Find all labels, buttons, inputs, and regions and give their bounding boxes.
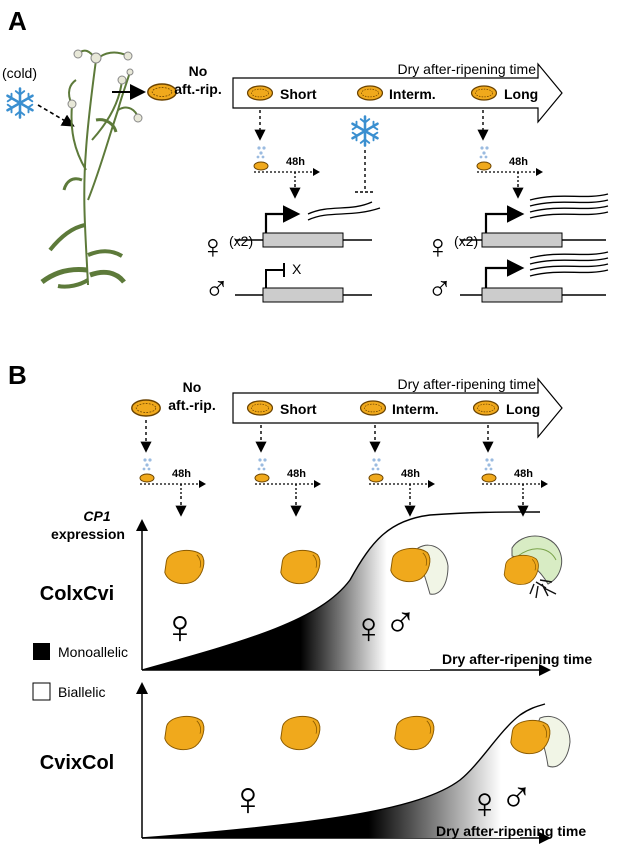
seed-short-b-icon (246, 400, 274, 416)
colxcvi-plot (136, 511, 551, 676)
imbibition-column-no-afterripening (139, 420, 207, 517)
female-count-a-left: (x2) (229, 233, 253, 249)
cross-colxcvi-label: ColxCvi (40, 583, 114, 605)
hours-b-3: 48h (401, 468, 420, 480)
snowflake-interm-icon (351, 115, 379, 147)
imbibition-column-short (254, 425, 322, 517)
legend-monoallelic-swatch (33, 643, 50, 660)
cold-arrow (37, 104, 75, 127)
arabidopsis-plant-illustration (40, 49, 139, 289)
cold-label: (cold) (2, 65, 37, 81)
hours-long-a: 48h (509, 156, 528, 168)
timeline-arrow-a (232, 62, 563, 124)
cvixcol-plot (136, 682, 551, 844)
male-symbol-a-right: ♂ (427, 270, 453, 308)
panel-a-label: A (8, 6, 27, 36)
seed-cvixcol-3-icon (394, 715, 435, 751)
paternal-gene-right (460, 251, 609, 303)
male-symbol-a-left: ♂ (204, 270, 230, 308)
hours-short-a: 48h (286, 156, 305, 168)
female-symbol-a-right: ♀ (425, 228, 451, 266)
seed-no-afterripening-icon (147, 83, 177, 101)
seed-short-icon (246, 85, 274, 101)
no-afterripening-line1: No (189, 63, 208, 79)
female-symbol-b-bottom-right: ♀ (468, 779, 501, 828)
seed-no-afterripening-b-icon (131, 399, 161, 417)
hours-b-4: 48h (514, 468, 533, 480)
male-symbol-b-bottom: ♂ (500, 773, 533, 822)
snowflake-icon (6, 87, 34, 119)
stage-long-b: Long (506, 401, 540, 417)
seed-interm-b-icon (359, 400, 387, 416)
blocked-mark: X (292, 261, 302, 277)
female-symbol-a-left: ♀ (200, 228, 226, 266)
cross-cvixcol-label: CvixCol (40, 752, 114, 774)
hours-b-2: 48h (287, 468, 306, 480)
maternal-gene-left (235, 201, 381, 248)
stage-long-a: Long (504, 86, 538, 102)
stage-short-b: Short (280, 401, 317, 417)
timeline-arrow-b (232, 377, 563, 439)
maternal-gene-right (460, 193, 609, 248)
seedling-colxcvi-4-icon (503, 535, 563, 599)
imbibition-column-long (481, 425, 549, 517)
stage-interm-b: Interm. (392, 401, 439, 417)
germinating-seed-colxcvi-3-icon (390, 544, 449, 595)
female-symbol-b-bottom-left: ♀ (230, 773, 266, 826)
plant-flowers (67, 49, 143, 123)
seed-long-icon (470, 85, 498, 101)
legend-biallelic-swatch (32, 682, 51, 701)
seed-colxcvi-2-icon (280, 549, 321, 585)
stage-interm-a: Interm. (389, 86, 436, 102)
legend-monoallelic-label: Monoallelic (58, 644, 128, 660)
paternal-gene-left-silenced (235, 263, 372, 303)
female-count-a-right: (x2) (454, 233, 478, 249)
female-symbol-b-top-left: ♀ (162, 601, 198, 654)
hours-b-1: 48h (172, 468, 191, 480)
timeline-label-a: Dry after-ripening time (398, 61, 537, 77)
female-symbol-b-top-right: ♀ (352, 604, 385, 653)
legend-biallelic-label: Biallelic (58, 684, 105, 700)
imbibition-column-interm (368, 425, 436, 517)
male-symbol-b-top: ♂ (384, 598, 417, 647)
panel-b-label: B (8, 360, 27, 390)
seed-long-b-icon (472, 400, 500, 416)
no-afterripening-line2: aft.-rip. (174, 81, 221, 97)
y-axis-label-line1: CP1 (83, 508, 110, 524)
x-axis-label-top: Dry after-ripening time (442, 651, 592, 667)
seed-interm-icon (356, 85, 384, 101)
no-afterripening-b-line1: No (183, 379, 202, 395)
x-axis-label-bottom: Dry after-ripening time (436, 823, 586, 839)
stage-short-a: Short (280, 86, 317, 102)
no-afterripening-b-line2: aft.-rip. (168, 397, 215, 413)
timeline-label-b: Dry after-ripening time (398, 376, 537, 392)
seed-cvixcol-1-icon (164, 715, 205, 751)
y-axis-label-line2: expression (51, 526, 125, 542)
seed-cvixcol-2-icon (280, 715, 321, 751)
germinating-seed-cvixcol-4-icon (510, 716, 571, 768)
seed-colxcvi-1-icon (164, 549, 205, 585)
